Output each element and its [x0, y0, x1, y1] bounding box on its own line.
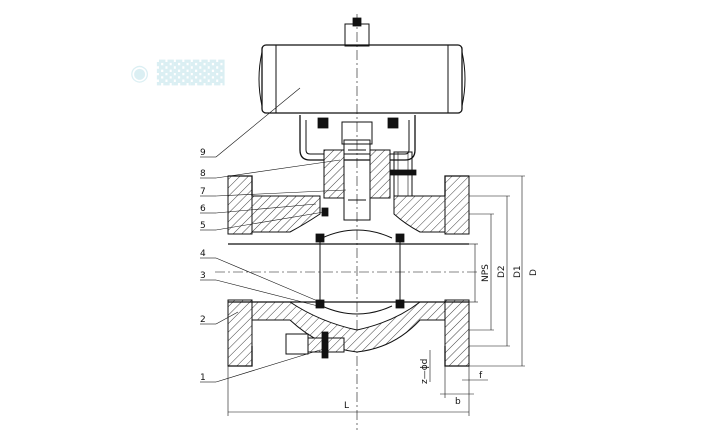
part-label-8: 8 [200, 169, 206, 179]
dimension-lines [227, 175, 525, 416]
part-label-5: 5 [200, 221, 206, 231]
part-label-6: 6 [200, 204, 206, 214]
mounting-bracket [299, 115, 416, 161]
dim-nps: NPS [481, 264, 491, 282]
dim-d: D [529, 269, 539, 276]
dim-d2: D2 [497, 265, 507, 278]
part-label-2: 2 [200, 315, 206, 325]
part-callouts [200, 87, 347, 383]
bottom-bolt [285, 331, 345, 359]
part-label-7: 7 [200, 187, 206, 197]
stem-bonnet [323, 139, 417, 221]
watermark: ◉ ▓▓▓▓ [130, 59, 225, 86]
part-label-3: 3 [200, 271, 206, 281]
dim-f: f [479, 371, 483, 381]
dim-b: b [455, 397, 461, 407]
dim-l: L [344, 401, 349, 411]
dim-holes: z—ϕd [420, 359, 430, 384]
dim-d1: D1 [513, 265, 523, 278]
part-label-4: 4 [200, 249, 206, 259]
ball-seats [315, 207, 405, 315]
valve-body [215, 175, 480, 367]
pneumatic-actuator [258, 14, 466, 430]
part-label-9: 9 [200, 148, 206, 158]
part-label-1: 1 [200, 373, 206, 383]
